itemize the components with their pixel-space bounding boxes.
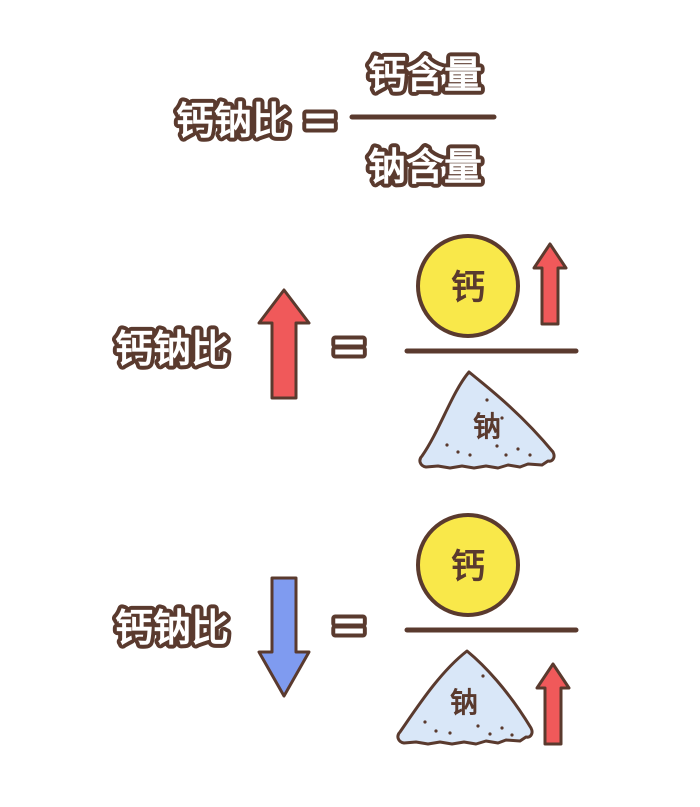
case-1-equals: = bbox=[331, 321, 368, 372]
case-ratio-up: 钙钠比 = 钙 钠 bbox=[111, 234, 579, 470]
calcium-label: 钙 bbox=[451, 268, 485, 308]
case-2-equals: = bbox=[331, 600, 368, 651]
calcium-label: 钙 bbox=[451, 547, 485, 587]
calcium-circle-icon: 钙 bbox=[416, 234, 520, 338]
down-arrow-icon bbox=[257, 576, 311, 698]
case-2-lhs: 钙钠比 bbox=[115, 606, 229, 650]
sodium-label: 钠 bbox=[473, 410, 501, 443]
formula-definition: 钙钠比 = 钙含量 钠含量 bbox=[172, 49, 497, 193]
formula-lhs: 钙钠比 bbox=[176, 99, 290, 143]
sodium-pile-icon: 钠 bbox=[396, 649, 534, 746]
formula-numerator: 钙含量 bbox=[368, 53, 482, 97]
case-1-lhs: 钙钠比 bbox=[115, 327, 229, 371]
up-arrow-icon bbox=[257, 288, 311, 400]
calcium-up-arrow-icon bbox=[532, 242, 568, 326]
case-ratio-down: 钙钠比 = 钙 钠 bbox=[111, 513, 579, 746]
sodium-label: 钠 bbox=[450, 686, 478, 719]
calcium-circle-icon: 钙 bbox=[416, 513, 520, 617]
sodium-up-arrow-icon bbox=[535, 662, 571, 746]
sodium-pile-icon: 钠 bbox=[418, 370, 556, 470]
formula-denominator: 钠含量 bbox=[368, 145, 482, 189]
formula-equals: = bbox=[302, 95, 339, 146]
